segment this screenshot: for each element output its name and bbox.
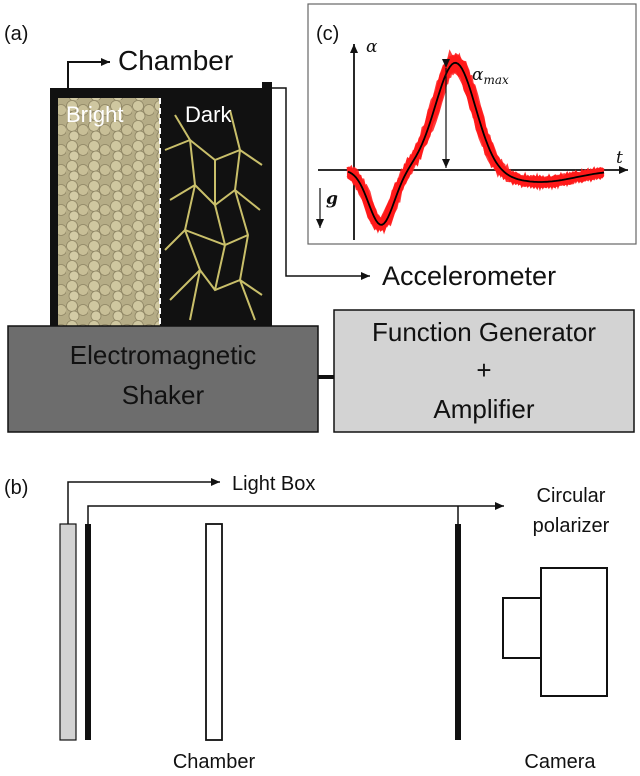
generator-label-line2: + — [476, 355, 491, 385]
dark-label: Dark — [185, 102, 232, 127]
light-box-label: Light Box — [232, 473, 315, 495]
chamber-side-view — [206, 524, 222, 740]
chamber-arrow — [68, 62, 110, 88]
panel-b-label: (b) — [4, 477, 28, 499]
panel-c-label: (c) — [316, 23, 339, 45]
bright-photo — [58, 98, 160, 326]
camera-lens — [503, 598, 541, 658]
light-box-arrow — [68, 482, 220, 524]
chamber-b-label: Chamber — [173, 751, 256, 773]
bright-label: Bright — [66, 102, 123, 127]
accelerometer-label: Accelerometer — [382, 261, 556, 291]
dark-photo — [160, 98, 264, 326]
panel-c-frame — [308, 4, 636, 244]
polarizer-right — [455, 524, 461, 740]
panel-a-label: (a) — [4, 23, 28, 45]
camera-body — [541, 568, 607, 696]
polarizer-arrow — [88, 506, 504, 524]
gravity-label: g — [326, 189, 338, 209]
shaker-label-line2: Shaker — [122, 380, 205, 410]
polarizer-label-line2: polarizer — [533, 515, 610, 537]
polarizer-label-line1: Circular — [537, 485, 606, 507]
y-axis-label: α — [366, 37, 378, 57]
generator-label-line3: Amplifier — [433, 394, 534, 424]
polarizer-left — [85, 524, 91, 740]
light-box — [60, 524, 76, 740]
camera-label: Camera — [524, 751, 596, 773]
shaker-label-line1: Electromagnetic — [70, 340, 256, 370]
x-axis-label: t — [616, 148, 623, 168]
accelerometer-sensor — [262, 82, 272, 92]
chamber-label: Chamber — [118, 45, 233, 76]
generator-label-line1: Function Generator — [372, 317, 596, 347]
